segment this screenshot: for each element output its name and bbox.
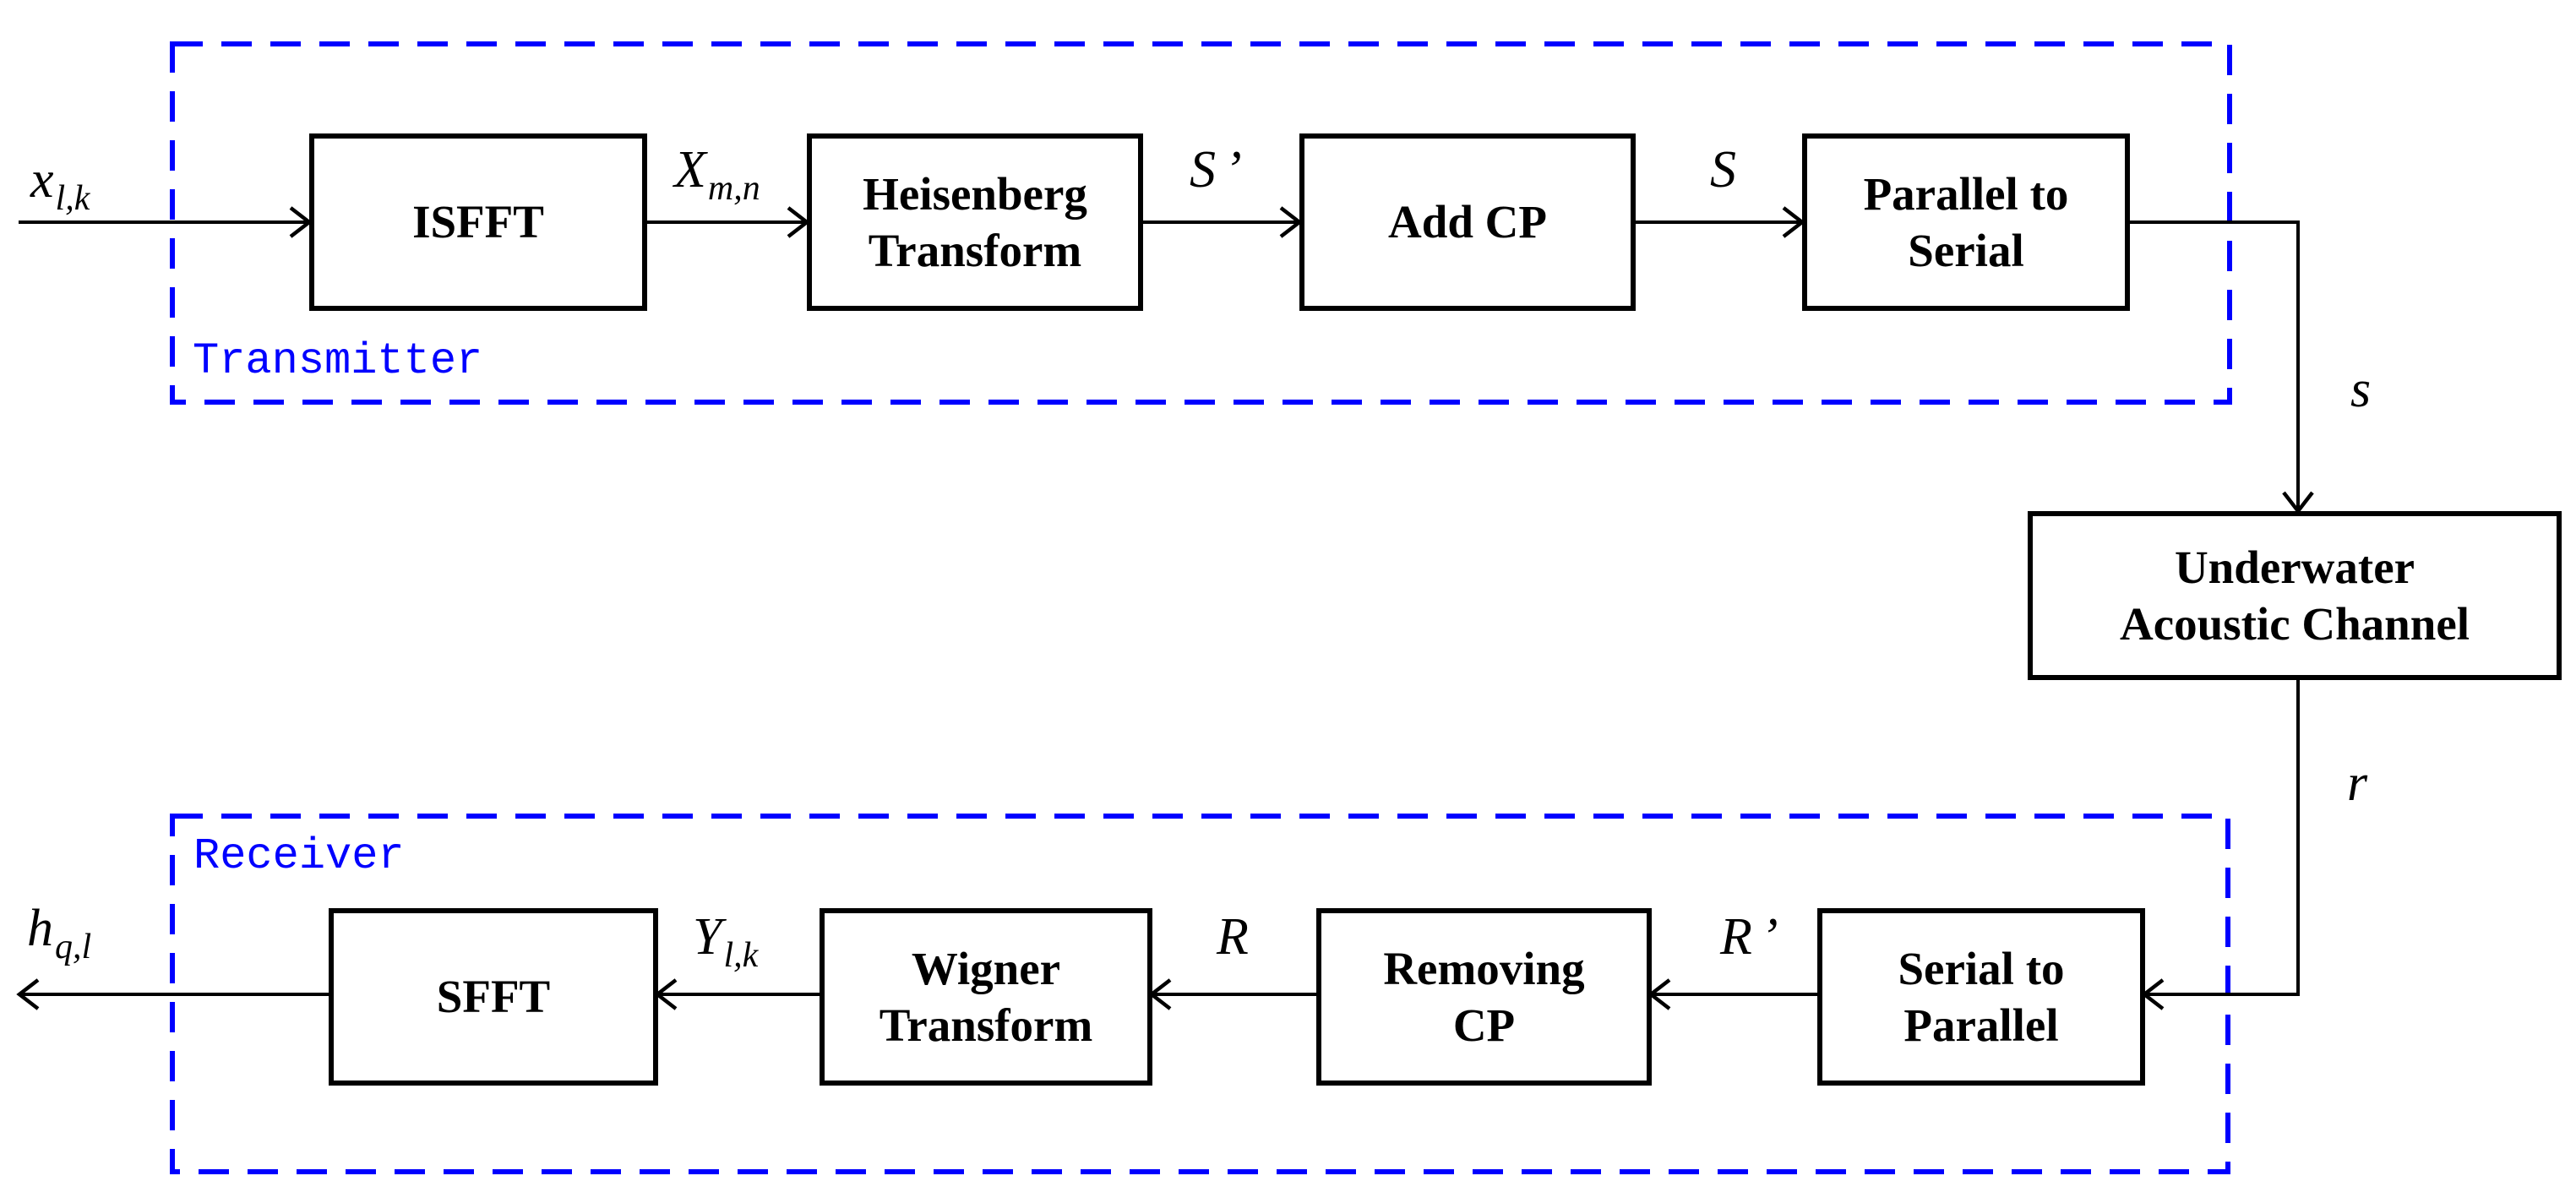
block-underwater-acoustic-channel: Underwater Acoustic Channel [2028,511,2562,680]
block-parallel-to-serial: Parallel to Serial [1802,133,2130,311]
signal-R-prime-base: R [1720,908,1752,966]
signal-S-prime-base: S [1190,141,1216,199]
signal-R-prime: R’ [1720,911,1778,963]
signal-x-lk-sub: l,k [55,179,90,218]
block-serial-to-parallel: Serial to Parallel [1817,908,2145,1086]
block-heisenberg-transform-label: Heisenberg Transform [863,167,1087,276]
block-sfft: SFFT [329,908,658,1086]
block-serial-to-parallel-label: Serial to Parallel [1898,942,2065,1051]
receiver-region-label: Receiver [193,831,405,881]
signal-S-prime: S’ [1190,144,1242,196]
signal-R-prime-mark: ’ [1760,908,1778,966]
signal-X-mn-sub: m,n [707,169,760,208]
signal-X-mn: Xm,n [674,141,760,206]
block-removing-cp: Removing CP [1316,908,1652,1086]
block-isfft: ISFFT [309,133,647,311]
block-add-cp: Add CP [1299,133,1636,311]
block-heisenberg-transform: Heisenberg Transform [807,133,1143,311]
block-removing-cp-label: Removing CP [1383,942,1585,1051]
block-sfft-label: SFFT [436,971,551,1023]
signal-x-lk: xl,k [30,151,90,216]
signal-S: S [1710,144,1736,196]
block-isfft-label: ISFFT [412,196,544,248]
signal-Y-lk-base: Y [693,908,722,966]
block-add-cp-label: Add CP [1388,196,1547,248]
signal-S-base: S [1710,141,1736,199]
signal-h-ql: hq,l [27,900,91,965]
signal-S-prime-mark: ’ [1224,141,1242,199]
transmitter-region-label: Transmitter [193,336,483,386]
signal-x-lk-base: x [30,151,54,209]
signal-h-ql-sub: q,l [55,928,92,966]
signal-s: s [2350,363,2371,416]
flow-p2s-to-channel [2129,220,2314,514]
signal-s-base: s [2350,361,2372,418]
signal-h-ql-base: h [27,900,53,957]
block-wigner-transform: Wigner Transform [820,908,1152,1086]
block-wigner-transform-label: Wigner Transform [879,942,1093,1051]
block-underwater-acoustic-channel-label: Underwater Acoustic Channel [2119,541,2470,650]
flow-channel-to-s2p [2141,680,2300,1010]
signal-r: r [2347,757,2367,809]
signal-R: R [1217,911,1249,963]
signal-Y-lk: Yl,k [693,908,758,973]
signal-Y-lk-sub: l,k [723,936,759,975]
transmitter-region-outline [170,41,2232,405]
signal-R-base: R [1217,908,1249,966]
signal-r-base: r [2347,754,2368,812]
signal-X-mn-base: X [674,141,706,199]
block-parallel-to-serial-label: Parallel to Serial [1863,167,2069,276]
